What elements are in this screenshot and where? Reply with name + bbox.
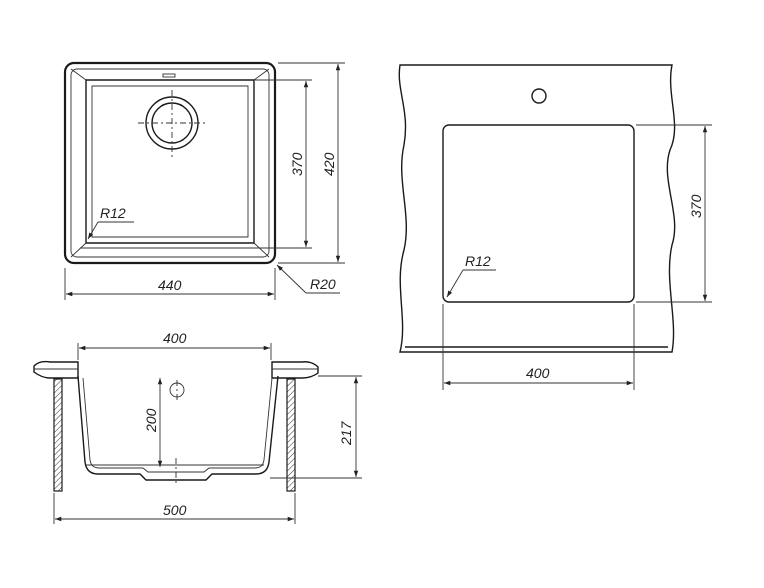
- cutout-rectangle: [442, 124, 635, 303]
- sink-outer-outline: [63, 61, 277, 265]
- cabinet-wall-right: [286, 378, 296, 492]
- top-corner-inner-label: R12: [100, 205, 126, 221]
- section-inner-width-label: 400: [163, 330, 187, 346]
- section-height-label: 217: [338, 420, 354, 446]
- cutout-height-label: 370: [688, 194, 704, 218]
- countertop-right-section: [271, 361, 319, 379]
- section-outer-width-label: 500: [163, 502, 187, 518]
- top-view: R12 440 370 420 R20: [63, 61, 345, 300]
- cutout-view: R12 370 400: [398, 64, 712, 390]
- cabinet-wall-left: [53, 378, 63, 492]
- bowl-outer-section: [77, 375, 279, 481]
- top-corner-outer-label: R20: [310, 276, 336, 292]
- top-width-label: 440: [158, 277, 182, 293]
- section-view: 400 200 217 500: [33, 330, 362, 524]
- top-inner-height-label: 370: [289, 152, 305, 176]
- cutout-corner-label: R12: [465, 253, 491, 269]
- tap-hole: [531, 88, 547, 104]
- countertop-left-section: [33, 360, 79, 379]
- section-depth-label: 200: [143, 408, 159, 433]
- top-outer-height-label: 420: [321, 152, 337, 176]
- cutout-width-label: 400: [526, 365, 550, 381]
- countertop-outline: [398, 64, 676, 353]
- sink-rim-line: [70, 68, 270, 258]
- bowl-inner-section: [82, 377, 273, 473]
